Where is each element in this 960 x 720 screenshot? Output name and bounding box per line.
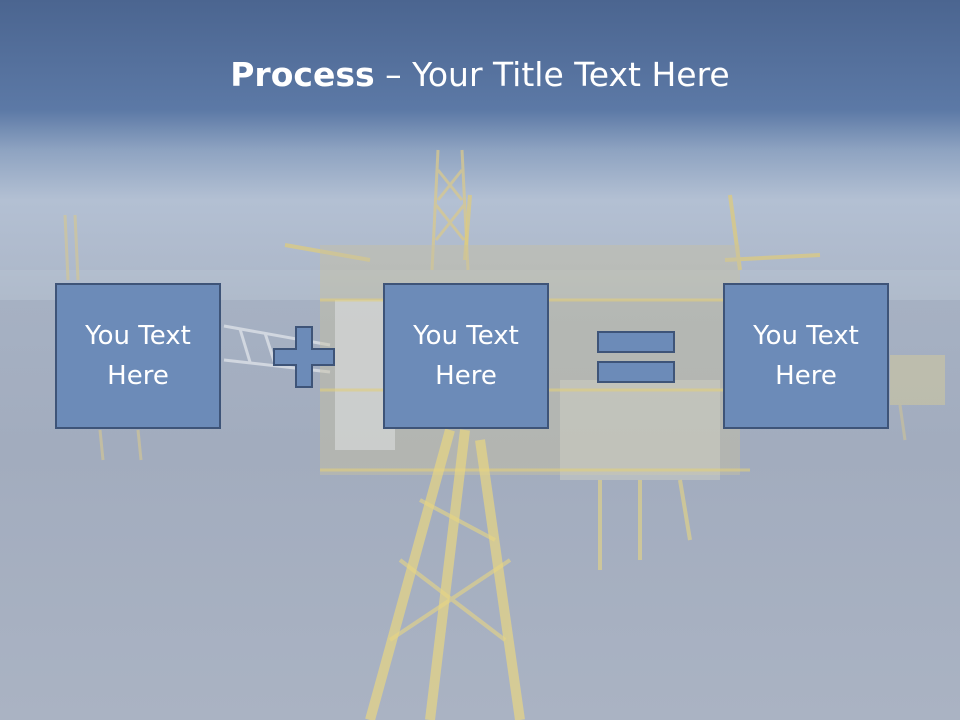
title-rest: – Your Title Text Here	[374, 55, 730, 94]
equals-icon	[597, 331, 675, 383]
process-box-2: You Text Here	[383, 283, 549, 429]
process-box-text: You Text Here	[85, 321, 191, 391]
process-box-text: You Text Here	[753, 321, 859, 391]
title-bold: Process	[230, 55, 375, 94]
process-box-3: You Text Here	[723, 283, 889, 429]
slide-title: Process – Your Title Text Here	[0, 52, 960, 98]
process-box-1: You Text Here	[55, 283, 221, 429]
plus-icon	[273, 326, 335, 388]
process-box-text: You Text Here	[413, 321, 519, 391]
